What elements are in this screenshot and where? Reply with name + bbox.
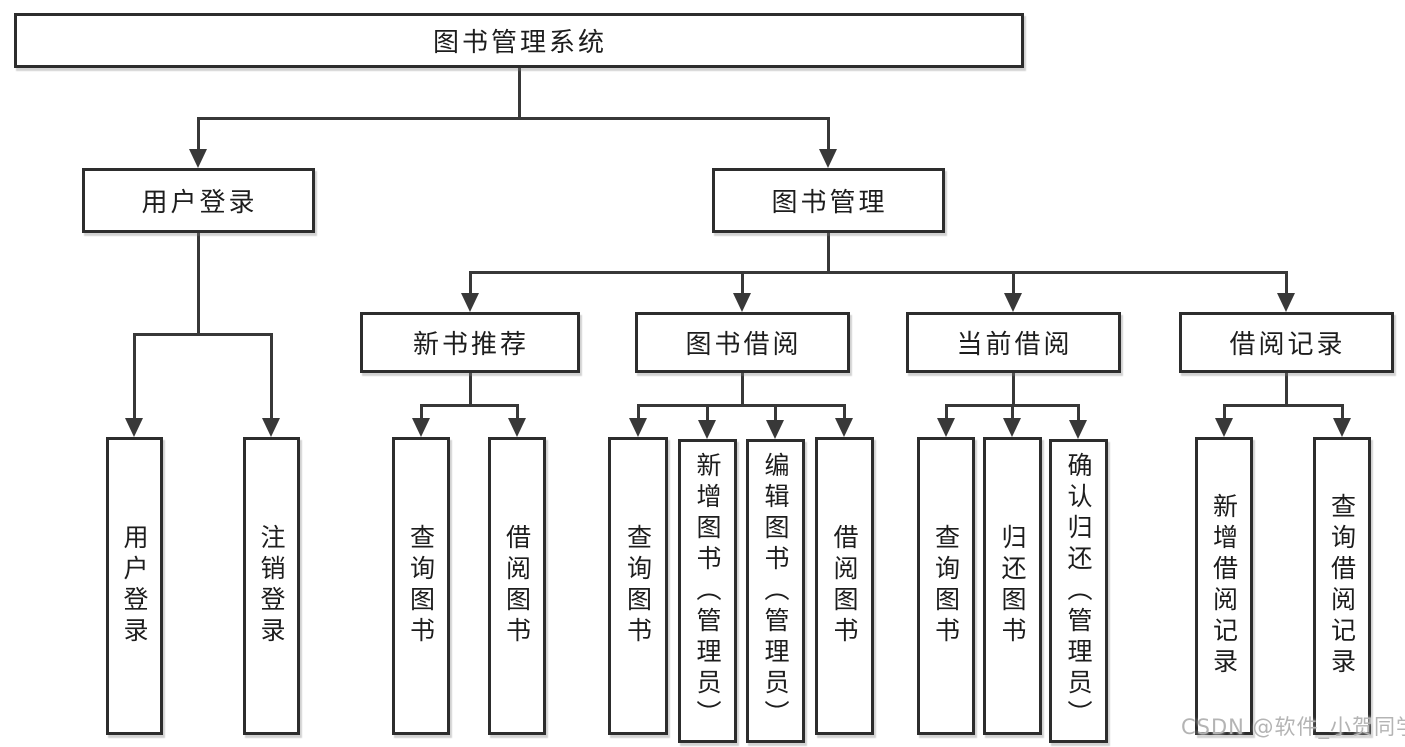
connector-line [197, 231, 200, 335]
watermark-text: CSDN @软件_小贺同学 [1181, 715, 1405, 739]
connector-line [1011, 404, 1014, 421]
connector-line [774, 404, 777, 422]
connector-line [706, 404, 709, 422]
leaf-query-books-recommend: 查询图书 [392, 437, 450, 735]
connector-arrow-down [1215, 418, 1233, 437]
leaf-logout: 注销登录 [243, 437, 300, 735]
connector-line [197, 117, 200, 154]
connector-arrow-down [1003, 418, 1021, 437]
connector-line [1341, 404, 1344, 421]
node-label: 借阅图书 [502, 524, 532, 648]
node-borrow-records: 借阅记录 [1179, 312, 1394, 373]
node-new-book-recommend: 新书推荐 [360, 312, 580, 373]
connector-line [469, 371, 472, 406]
connector-line [827, 231, 830, 273]
leaf-query-borrow-record: 查询借阅记录 [1313, 437, 1371, 735]
connector-arrow-down [508, 418, 526, 437]
node-label: 图书借阅 [685, 330, 802, 360]
connector-arrow-down [125, 418, 143, 437]
node-user-login: 用户登录 [82, 168, 315, 233]
node-book-management: 图书管理 [712, 168, 945, 233]
connector-arrow-down [1069, 420, 1087, 439]
node-label: 新增图书（管理员） [693, 451, 722, 731]
leaf-add-borrow-record: 新增借阅记录 [1195, 437, 1253, 735]
connector-line [197, 117, 830, 120]
connector-line [270, 333, 273, 421]
node-book-borrowing: 图书借阅 [635, 312, 850, 373]
connector-arrow-down [412, 418, 430, 437]
connector-line [1077, 404, 1080, 422]
connector-line [516, 404, 519, 421]
leaf-user-login: 用户登录 [106, 437, 163, 735]
leaf-confirm-return-admin: 确认归还（管理员） [1049, 439, 1108, 743]
connector-arrow-down [733, 293, 751, 312]
node-label: 新书推荐 [412, 330, 529, 360]
connector-line [827, 117, 830, 154]
node-label: 查询图书 [931, 524, 961, 648]
connector-line [945, 404, 948, 421]
connector-arrow-down [461, 293, 479, 312]
node-label: 归还图书 [998, 524, 1027, 648]
connector-arrow-down [835, 418, 853, 437]
node-label: 图书管理 [771, 188, 888, 218]
connector-line [133, 333, 136, 421]
connector-arrow-down [937, 418, 955, 437]
connector-line [420, 404, 518, 407]
node-label: 借阅记录 [1229, 330, 1346, 360]
connector-arrow-down [766, 420, 784, 439]
connector-arrow-down [1333, 418, 1351, 437]
node-label: 查询借阅记录 [1327, 493, 1357, 679]
node-label: 图书管理系统 [432, 28, 607, 58]
node-label: 新增借阅记录 [1209, 493, 1239, 679]
node-current-borrowing: 当前借阅 [906, 312, 1121, 373]
connector-line [637, 404, 846, 407]
connector-line [133, 333, 272, 336]
leaf-return-books: 归还图书 [983, 437, 1042, 735]
connector-line [637, 404, 640, 421]
connector-arrow-down [819, 149, 837, 168]
connector-line [469, 271, 1288, 274]
connector-arrow-down [698, 420, 716, 439]
connector-line [1285, 371, 1288, 406]
node-label: 注销登录 [257, 524, 286, 648]
node-label: 查询图书 [406, 524, 436, 648]
connector-arrow-down [262, 418, 280, 437]
leaf-borrow-books-recommend: 借阅图书 [488, 437, 546, 735]
connector-line [1285, 271, 1288, 298]
connector-line [518, 67, 521, 118]
leaf-add-book-admin: 新增图书（管理员） [678, 439, 737, 743]
connector-line [1223, 404, 1343, 407]
connector-arrow-down [1277, 293, 1295, 312]
node-label: 编辑图书（管理员） [761, 451, 790, 731]
connector-line [469, 271, 472, 298]
connector-line [843, 404, 846, 421]
leaf-query-books-current: 查询图书 [917, 437, 975, 735]
leaf-query-books-borrowing: 查询图书 [608, 437, 668, 735]
connector-arrow-down [189, 149, 207, 168]
connector-line [420, 404, 423, 421]
node-label: 当前借阅 [956, 330, 1073, 360]
node-label: 查询图书 [623, 524, 653, 648]
leaf-edit-book-admin: 编辑图书（管理员） [746, 439, 805, 743]
connector-line [1012, 271, 1015, 298]
node-label: 用户登录 [141, 188, 258, 218]
node-library-management-system: 图书管理系统 [14, 13, 1024, 68]
node-label: 用户登录 [120, 524, 149, 648]
connector-arrow-down [629, 418, 647, 437]
connector-line [1223, 404, 1226, 421]
leaf-borrow-books-borrowing: 借阅图书 [815, 437, 874, 735]
connector-line [741, 271, 744, 298]
node-label: 确认归还（管理员） [1064, 451, 1093, 731]
connector-line [741, 371, 744, 406]
connector-arrow-down [1004, 293, 1022, 312]
node-label: 借阅图书 [830, 524, 859, 648]
connector-line [1012, 371, 1015, 406]
